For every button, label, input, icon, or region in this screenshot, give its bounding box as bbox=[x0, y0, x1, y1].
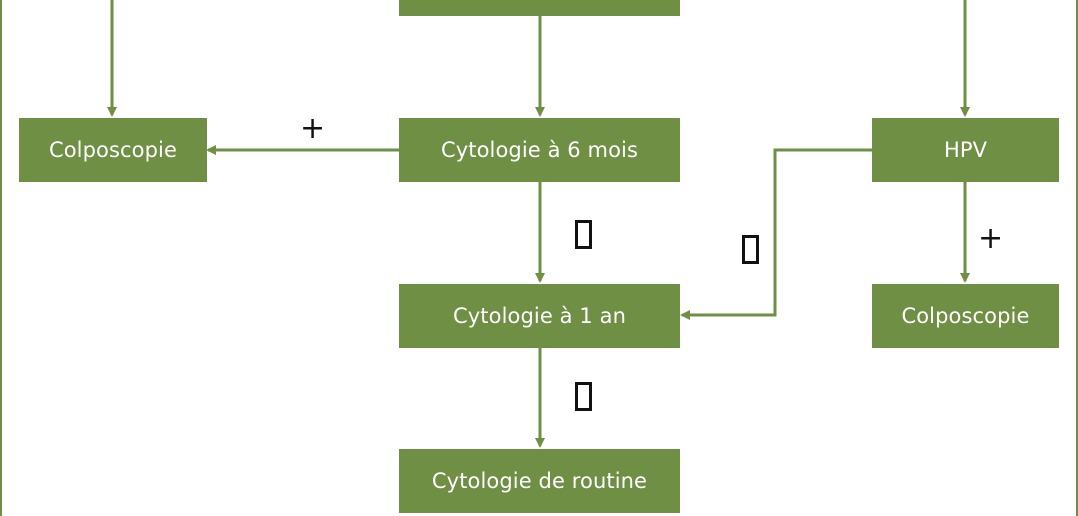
node-hpv: HPV bbox=[872, 118, 1059, 182]
missing-glyph-icon bbox=[575, 382, 592, 411]
node-cytologie-6-mois: Cytologie à 6 mois bbox=[399, 118, 680, 182]
missing-glyph-icon bbox=[742, 235, 759, 264]
node-colposcopie-left: Colposcopie bbox=[19, 118, 207, 182]
frame-right-border bbox=[1076, 0, 1078, 516]
edge-hpv-to-cytologie-1-an bbox=[680, 148, 872, 320]
node-cytologie-routine: Cytologie de routine bbox=[399, 449, 680, 513]
node-colposcopie-right: Colposcopie bbox=[872, 284, 1059, 348]
missing-glyph-icon bbox=[575, 220, 592, 249]
edge-label-plus-right: + bbox=[978, 221, 1004, 256]
edge-label-plus-left: + bbox=[300, 111, 326, 146]
top-node-partial bbox=[399, 0, 680, 16]
frame-left-border bbox=[0, 0, 2, 516]
node-cytologie-1-an: Cytologie à 1 an bbox=[399, 284, 680, 348]
